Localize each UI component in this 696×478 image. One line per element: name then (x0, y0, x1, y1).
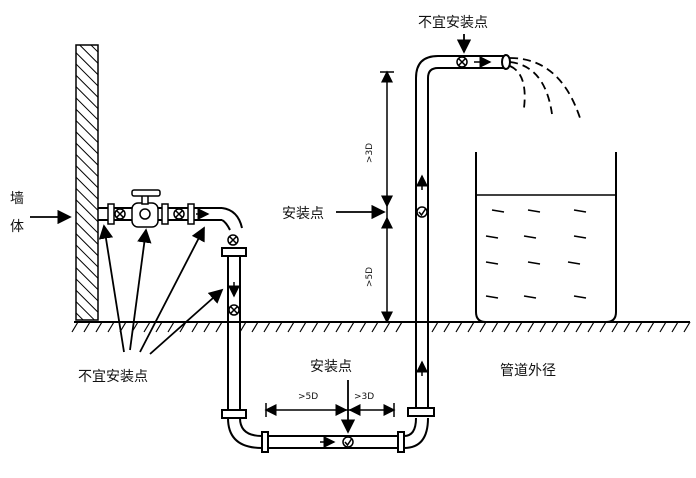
install-side-label: 安装点 (282, 206, 324, 222)
dim-horizontal-right: >3D (354, 392, 375, 402)
pipe-system (98, 54, 511, 453)
dim-vertical-upper: >3D (365, 142, 376, 164)
not-suitable-bottom-label: 不宜安装点 (78, 369, 148, 385)
wall-label-2: 体 (10, 219, 24, 235)
wall (75, 44, 99, 321)
flow-arrow-icon (196, 56, 492, 448)
pipe-diameter-label: 管道外径 (500, 363, 556, 379)
valve-icon (107, 189, 195, 228)
meter-suitable-icon (342, 206, 428, 448)
dim-horizontal-left: >5D (298, 392, 319, 402)
not-suitable-top-label: 不宜安装点 (418, 15, 488, 31)
water-spray (509, 57, 581, 119)
ground (71, 321, 691, 333)
dimension-horizontal (264, 403, 396, 417)
water-tank (475, 152, 617, 323)
install-bottom-label: 安装点 (310, 359, 352, 375)
wall-label-1: 墙 (10, 191, 24, 207)
dim-vertical-lower: >5D (365, 266, 376, 288)
label-pointers (30, 34, 472, 434)
dimension-vertical (380, 70, 394, 324)
meter-unsuitable-icon (114, 56, 468, 316)
